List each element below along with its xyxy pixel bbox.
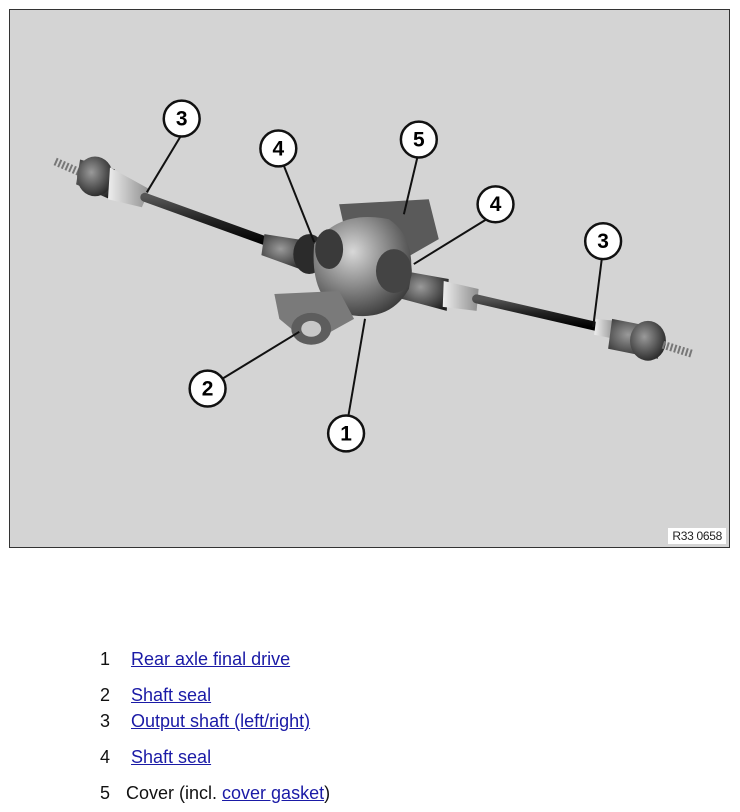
svg-text:3: 3: [176, 108, 188, 131]
svg-text:1: 1: [340, 422, 352, 445]
callout-4-right: 4: [476, 185, 515, 224]
cover-gasket-link[interactable]: cover gasket: [222, 783, 325, 803]
svg-text:4: 4: [273, 137, 285, 160]
final-drive-housing: [274, 199, 439, 345]
legend-item-5: 5 Cover (incl. cover gasket): [100, 782, 330, 804]
svg-text:5: 5: [413, 128, 425, 151]
rear-axle-drawing: 3 4 5 4 3 2 1: [53, 99, 693, 453]
legend-number: 2: [100, 685, 111, 705]
callout-2: 2: [188, 369, 227, 408]
leader-lines: [145, 134, 604, 424]
svg-text:2: 2: [202, 378, 214, 401]
legend-number: 5: [100, 783, 111, 803]
legend-item-3: 3 Output shaft (left/right): [100, 710, 310, 732]
legend-item-4: 4 Shaft seal: [100, 746, 211, 768]
callout-1: 1: [326, 414, 366, 453]
legend-cover-suffix: ): [324, 783, 331, 803]
right-output-shaft: [401, 271, 693, 361]
callout-5: 5: [399, 120, 438, 159]
callout-3-left: 3: [162, 99, 201, 138]
callout-4-left: 4: [259, 129, 298, 168]
legend-number: 1: [100, 649, 111, 669]
left-output-shaft: [53, 156, 326, 275]
output-shaft-link[interactable]: Output shaft (left/right): [131, 711, 311, 731]
legend-number: 4: [100, 747, 111, 767]
svg-text:4: 4: [490, 193, 502, 216]
legend-item-2: 2 Shaft seal: [100, 684, 211, 706]
callout-3-right: 3: [583, 221, 623, 261]
legend-number: 3: [100, 711, 111, 731]
svg-text:3: 3: [597, 230, 609, 253]
shaft-seal-link[interactable]: Shaft seal: [131, 747, 212, 767]
figure-reference-code: R33 0658: [668, 528, 726, 544]
legend-item-1: 1 Rear axle final drive: [100, 648, 290, 670]
legend-cover-label: Cover (incl.: [126, 783, 223, 803]
rear-axle-final-drive-link[interactable]: Rear axle final drive: [131, 649, 291, 669]
shaft-seal-link[interactable]: Shaft seal: [131, 685, 212, 705]
parts-illustration: 3 4 5 4 3 2 1 R33 0658: [9, 9, 730, 548]
